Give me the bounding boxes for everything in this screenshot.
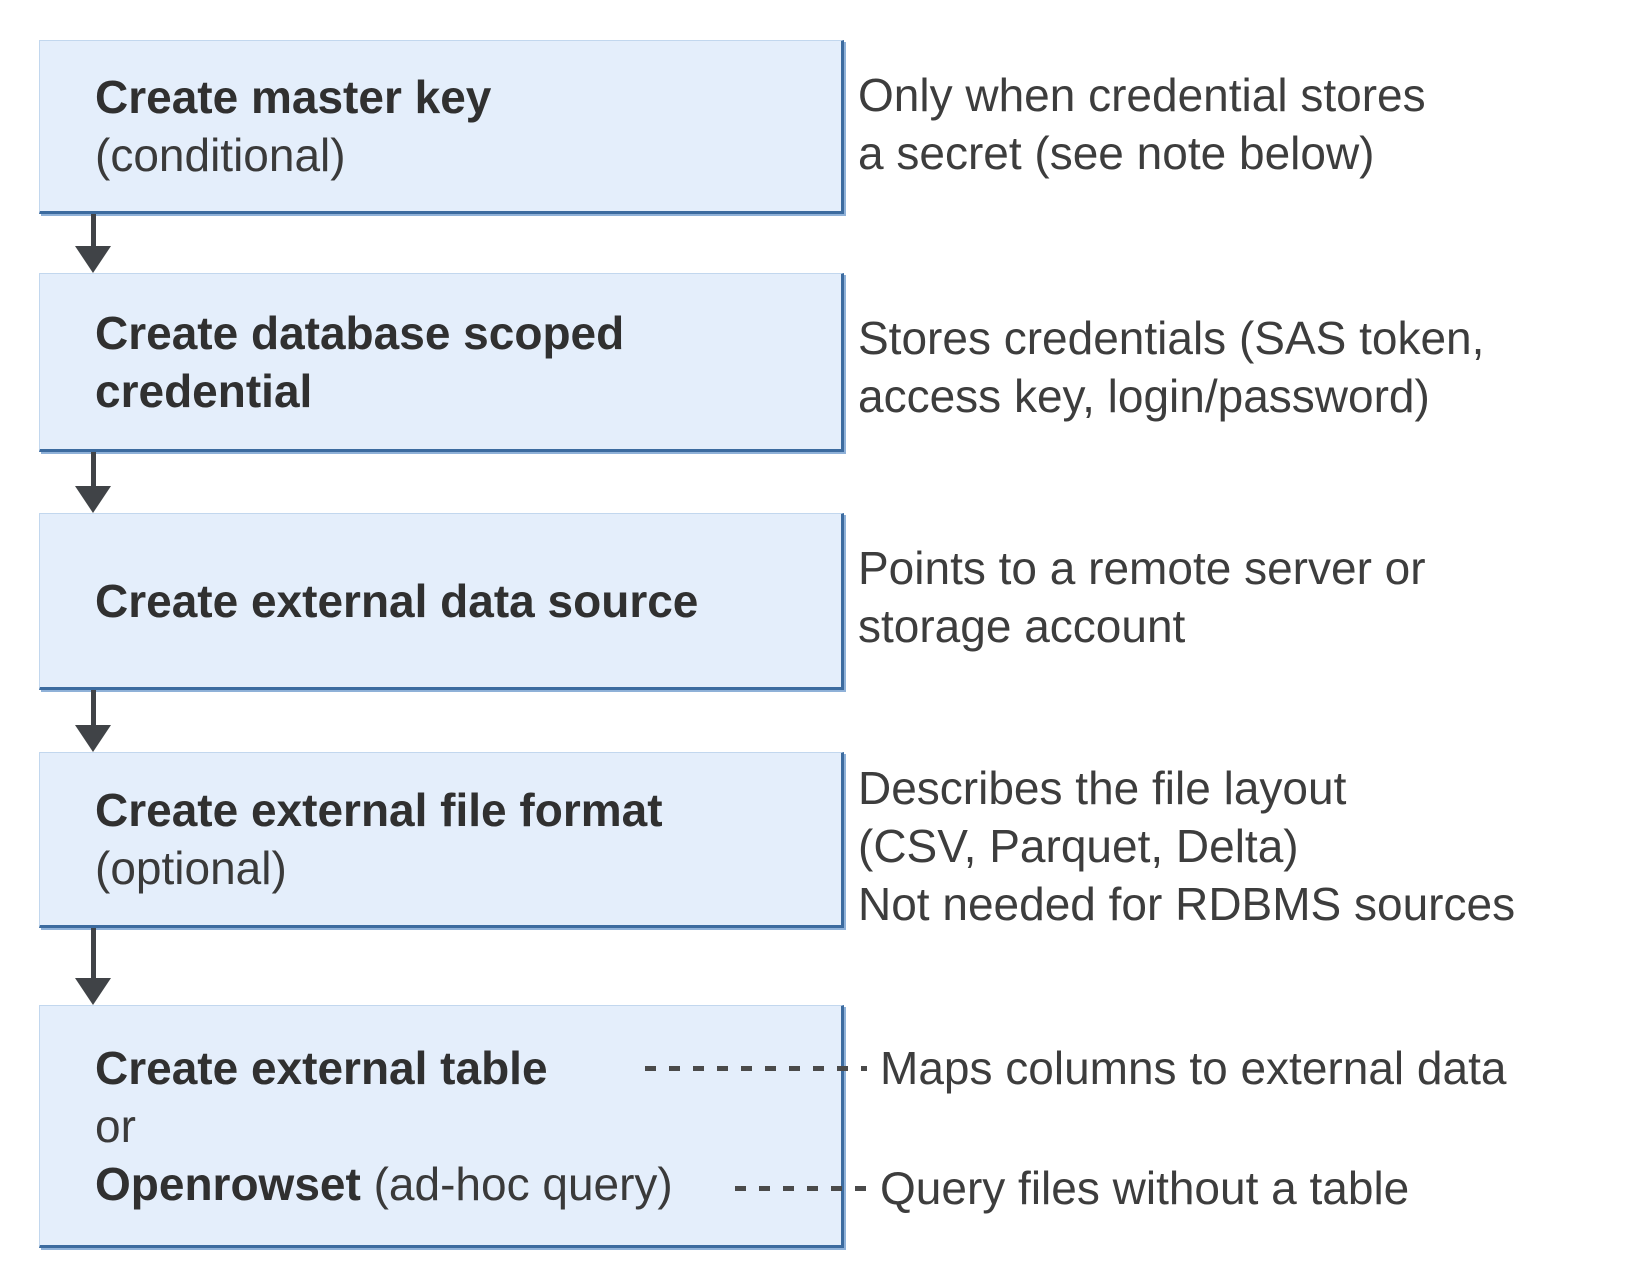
box-line-openrowset: Openrowset (ad-hoc query)	[95, 1155, 821, 1213]
box-title: Create master key	[95, 71, 492, 123]
arrow-shaft	[90, 214, 96, 246]
arrow-shaft	[90, 690, 96, 725]
note-external-file-format: Describes the file layout (CSV, Parquet,…	[858, 762, 1516, 930]
note-master-key: Only when credential stores a secret (se…	[858, 69, 1426, 179]
note-external-data-source: Points to a remote server or storage acc…	[858, 542, 1426, 652]
box-title: Create external file format	[95, 784, 663, 836]
flow-box-create-external-file-format: Create external file format (optional)	[39, 752, 844, 928]
box-title: Create external data source	[95, 574, 699, 627]
down-arrow-icon	[75, 452, 111, 513]
arrow-head	[75, 486, 111, 513]
down-arrow-icon	[75, 928, 111, 1005]
box-subtitle: (optional)	[95, 842, 287, 894]
box-line-or: or	[95, 1099, 136, 1152]
arrow-head	[75, 978, 111, 1005]
note-openrowset: Query files without a table	[880, 1162, 1410, 1214]
box-title: Create database scoped credential	[95, 306, 625, 417]
dashed-connector-external-table	[645, 1066, 867, 1071]
note-external-table: Maps columns to external data	[880, 1042, 1507, 1094]
box-subtitle: (conditional)	[95, 129, 346, 181]
arrow-shaft	[90, 452, 96, 486]
flow-box-create-external-data-source: Create external data source	[39, 513, 844, 690]
dashed-connector-openrowset	[735, 1186, 867, 1191]
flow-box-create-master-key: Create master key (conditional)	[39, 40, 844, 214]
arrow-head	[75, 246, 111, 273]
box-title: Create external table	[95, 1041, 548, 1094]
box-title: Openrowset	[95, 1157, 361, 1210]
arrow-shaft	[90, 928, 96, 978]
flow-box-create-database-scoped-credential: Create database scoped credential	[39, 273, 844, 452]
box-line-create-external-table: Create external table	[95, 1039, 821, 1097]
box-line-suffix: (ad-hoc query)	[360, 1157, 673, 1210]
down-arrow-icon	[75, 214, 111, 273]
down-arrow-icon	[75, 690, 111, 752]
note-database-scoped-credential: Stores credentials (SAS token, access ke…	[858, 312, 1485, 422]
flow-box-create-external-table-or-openrowset: Create external table or Openrowset (ad-…	[39, 1005, 844, 1248]
arrow-head	[75, 725, 111, 752]
